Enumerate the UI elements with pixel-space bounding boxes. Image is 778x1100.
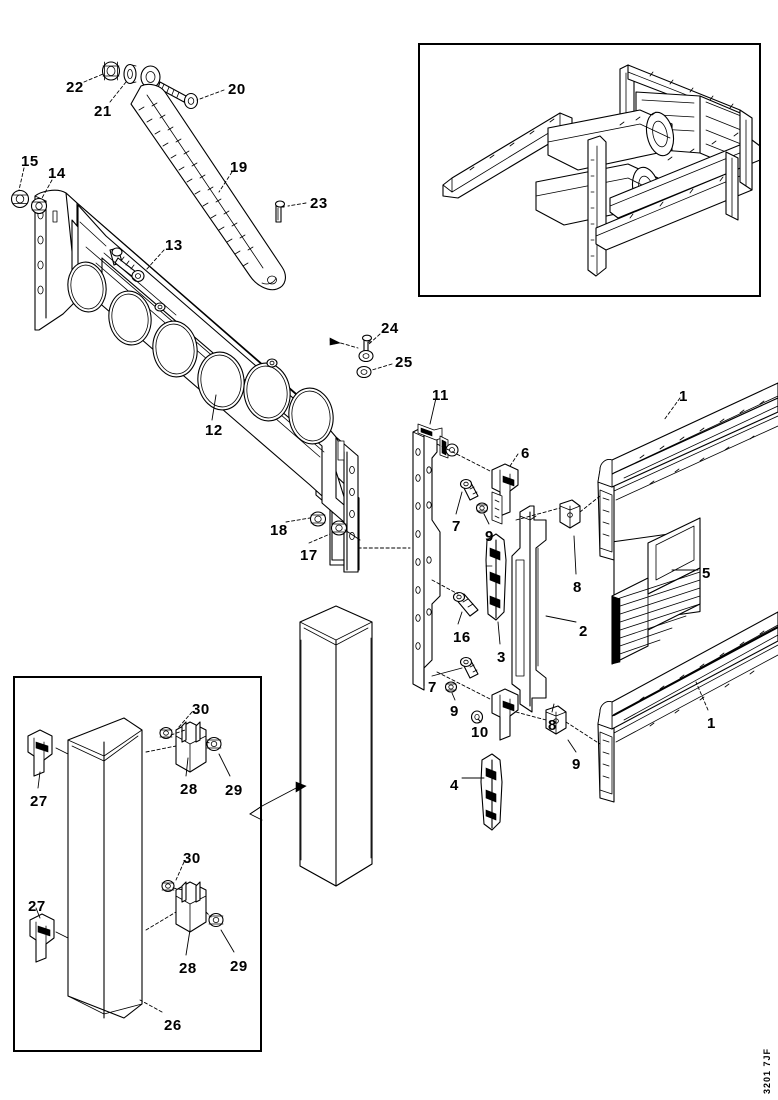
callout-27b: 27: [28, 898, 46, 915]
callout-25: 25: [395, 354, 413, 371]
callout-6: 6: [521, 445, 530, 462]
drawing-code-label: 3201 7JF: [762, 1047, 772, 1094]
callout-29b: 29: [230, 958, 248, 975]
latch-strip-4: [480, 753, 503, 831]
bolt-7-upper: [459, 478, 479, 501]
callout-12: 12: [205, 422, 223, 439]
washer-18-nut-17: [309, 511, 361, 541]
callout-30a: 30: [192, 701, 210, 718]
beam-lightening-holes: [67, 261, 334, 445]
inset-corner-post-linework: [27, 717, 263, 1019]
side-rail-upper-1: [597, 382, 778, 561]
callout-7b: 7: [428, 679, 437, 696]
callout-3: 3: [497, 649, 506, 666]
callout-2: 2: [579, 623, 588, 640]
latch-strip-3: [485, 533, 507, 621]
link-arm-assembly: [101, 61, 286, 291]
callout-23: 23: [310, 195, 328, 212]
corner-post-detail-inset: [13, 676, 262, 1052]
bolt-24-nut-25: [329, 334, 374, 379]
callout-5: 5: [702, 565, 711, 582]
callout-22: 22: [66, 79, 84, 96]
callout-7a: 7: [452, 518, 461, 535]
callout-20: 20: [228, 81, 246, 98]
pin-16: [431, 579, 479, 617]
callout-14: 14: [48, 165, 66, 182]
callout-26: 26: [164, 1017, 182, 1034]
vertical-frame-member-11: [412, 423, 459, 691]
callout-18: 18: [270, 522, 288, 539]
callout-21: 21: [94, 103, 112, 120]
corner-post-main: [299, 605, 373, 887]
callout-15: 15: [21, 153, 39, 170]
callout-8b: 8: [548, 717, 557, 734]
main-boom-beam: [10, 189, 360, 573]
inset-assembly-linework: [442, 64, 761, 277]
callout-1b: 1: [707, 715, 716, 732]
upright-panel-2: [511, 505, 547, 713]
bracket-8-lower: [545, 705, 567, 735]
callout-10: 10: [471, 724, 489, 741]
pin-23: [274, 200, 286, 223]
callout-17: 17: [300, 547, 318, 564]
callout-9a: 9: [485, 528, 494, 545]
callout-8a: 8: [573, 579, 582, 596]
bolt-7-lower: [459, 656, 479, 679]
callout-24: 24: [381, 320, 399, 337]
hinge-bracket-lower: [491, 688, 519, 741]
callout-19: 19: [230, 159, 248, 176]
callout-27a: 27: [30, 793, 48, 810]
callout-28b: 28: [179, 960, 197, 977]
callout-4: 4: [450, 777, 459, 794]
washer-10: [470, 710, 484, 724]
callout-13: 13: [165, 237, 183, 254]
nut-9-lower: [444, 681, 458, 693]
callout-9c: 9: [572, 756, 581, 773]
callout-9b: 9: [450, 703, 459, 720]
callout-30b: 30: [183, 850, 201, 867]
hinge-bracket-6: [491, 463, 519, 525]
bracket-8-upper: [559, 499, 581, 529]
side-rail-lower-1: [597, 611, 778, 803]
grille-panel-5: [611, 517, 701, 665]
callout-1a: 1: [679, 388, 688, 405]
nut-9-upper: [475, 502, 489, 514]
callout-leaders: [18, 73, 709, 1013]
callout-11: 11: [432, 387, 449, 404]
assembled-view-inset: [418, 43, 761, 297]
callout-28a: 28: [180, 781, 198, 798]
callout-16: 16: [453, 629, 471, 646]
callout-29a: 29: [225, 782, 243, 799]
